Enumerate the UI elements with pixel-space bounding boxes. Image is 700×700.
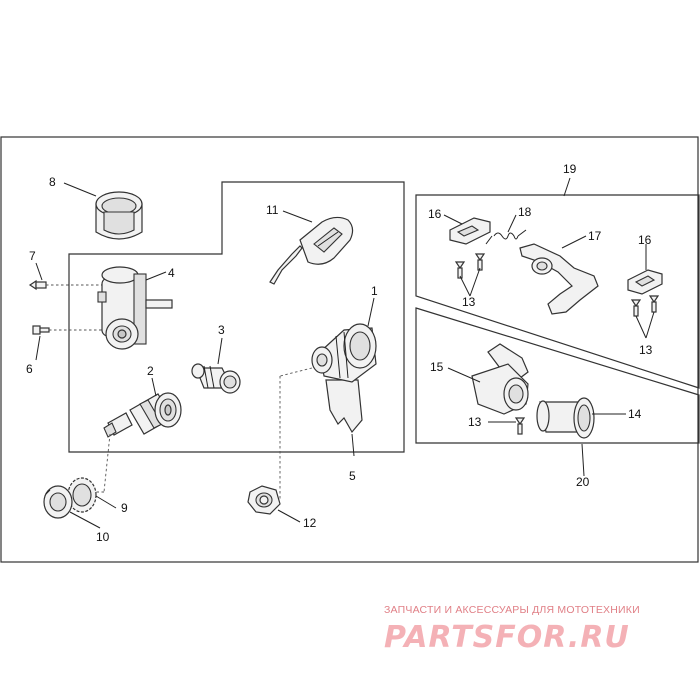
diagram-frame: [0, 136, 699, 563]
callout-3: 3: [218, 323, 225, 337]
callout-15: 15: [430, 360, 444, 374]
watermark-tagline: ЗАПЧАСТИ И АКСЕССУАРЫ ДЛЯ МОТОТЕХНИКИ: [384, 604, 640, 616]
part-6-screw: [32, 325, 110, 335]
callout-16-left: 16: [428, 207, 442, 221]
callout-2: 2: [147, 364, 154, 378]
callout-17: 17: [588, 229, 602, 243]
callout-12: 12: [303, 516, 317, 530]
part-11-key: [269, 216, 354, 285]
callout-16-right: 16: [638, 233, 652, 247]
part-13-screw-lower: [514, 417, 526, 435]
callout-14: 14: [628, 407, 642, 421]
part-13-screws-upper-right: [630, 295, 660, 317]
callout-6: 6: [26, 362, 33, 376]
part-10-ring-nut: [43, 485, 73, 519]
callout-18: 18: [518, 205, 532, 219]
part-1-lock-assembly: [279, 323, 377, 500]
callout-7: 7: [29, 249, 36, 263]
group-19-outline: [415, 194, 700, 389]
group-20-outline: [415, 307, 700, 444]
callout-5: 5: [349, 469, 356, 483]
part-16-clip-right: [627, 269, 663, 295]
part-9-lock-washer: [67, 477, 97, 513]
watermark-logo: PARTSFOR.RU: [384, 620, 630, 655]
callout-9: 9: [121, 501, 128, 515]
part-18-spring: [485, 229, 527, 245]
group-5-outline: [68, 181, 405, 453]
part-17-hook: [519, 243, 599, 315]
callout-11: 11: [266, 203, 279, 217]
part-2-lock-cylinder: [84, 392, 182, 493]
callout-13-lower: 13: [468, 415, 482, 429]
part-7-screw: [28, 279, 135, 291]
callout-20: 20: [576, 475, 590, 489]
watermark: ЗАПЧАСТИ И АКСЕССУАРЫ ДЛЯ МОТОТЕХНИКИ PA…: [384, 604, 684, 655]
callout-10: 10: [96, 530, 110, 544]
callout-13-upper-right: 13: [639, 343, 653, 357]
callout-numbers: 8 7 6 4 3 2 11 1 5 9 10 12 19 16 18 17 1…: [26, 162, 653, 544]
part-12-hex-nut: [247, 485, 281, 515]
part-15-bracket: [471, 343, 529, 415]
callout-4: 4: [168, 266, 175, 280]
callout-8: 8: [49, 175, 56, 189]
part-4-lock-housing: [97, 266, 173, 350]
part-16-clip-left: [449, 217, 491, 245]
callout-19: 19: [563, 162, 577, 176]
leader-lines: [35, 177, 655, 529]
part-14-sleeve: [536, 397, 595, 439]
callout-1: 1: [371, 284, 378, 298]
part-3-cylinder: [191, 363, 241, 394]
callout-13-upper-left: 13: [462, 295, 476, 309]
part-8-bushing: [95, 191, 143, 240]
part-13-screws-upper-left: [454, 253, 486, 279]
